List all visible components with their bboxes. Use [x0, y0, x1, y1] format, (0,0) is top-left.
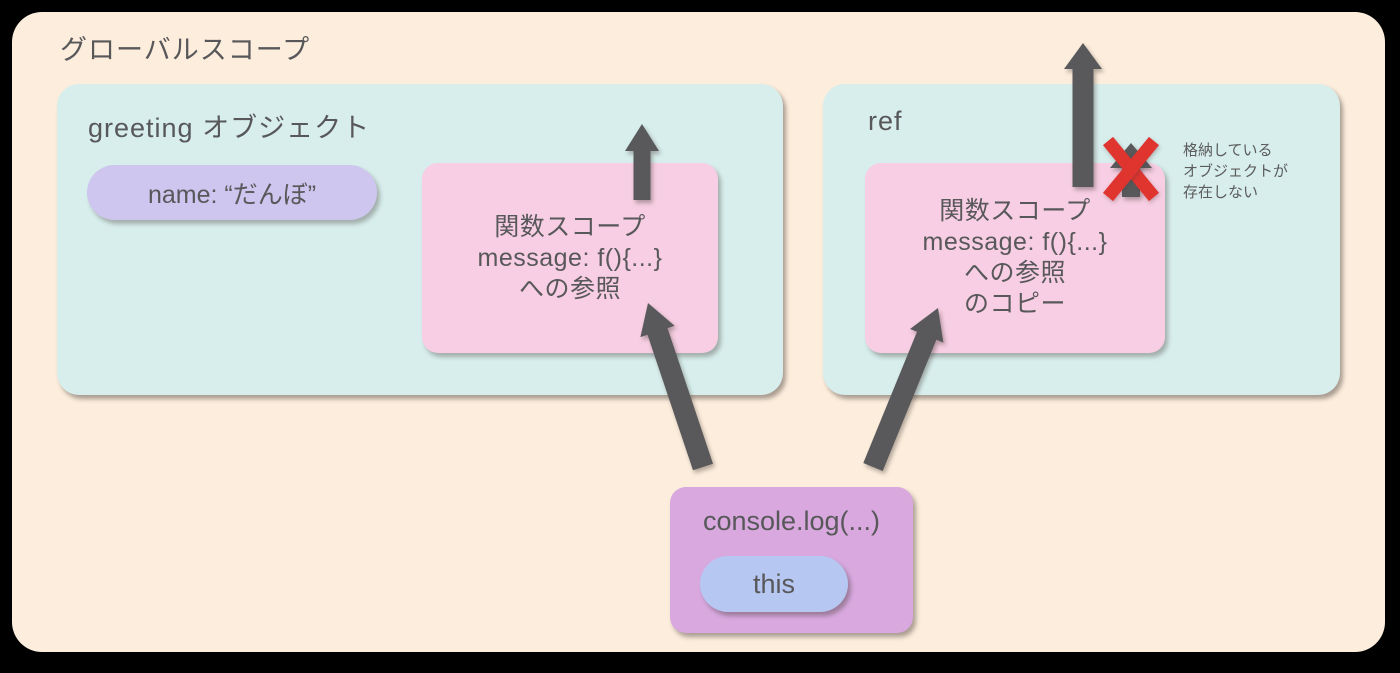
function-reference-copy-line: への参照 [963, 259, 1066, 287]
greeting-object-box: greeting オブジェクト name: “だんぼ” 関数スコープ messa… [57, 84, 783, 395]
name-property-label: name: “だんぼ” [147, 180, 317, 209]
greeting-box-title: greeting オブジェクト [88, 113, 371, 143]
missing-object-annotation: 格納している オブジェクトが 存在しない [1183, 140, 1288, 203]
function-scope-reference-box: 関数スコープ message: f(){...} への参照 [422, 163, 718, 353]
function-reference-line: 関数スコープ [494, 212, 646, 241]
this-pill: this [700, 556, 848, 612]
global-scope-label: グローバルスコープ [60, 35, 311, 65]
function-reference-copy-line: message: f(){...} [922, 228, 1108, 256]
function-reference-copy-line: 関数スコープ [939, 197, 1091, 225]
function-reference-copy-line: のコピー [963, 290, 1066, 318]
annotation-line: 存在しない [1183, 184, 1259, 201]
function-reference-line: message: f(){...} [477, 243, 663, 272]
function-scope-reference-copy-box: 関数スコープ message: f(){...} への参照 のコピー [865, 163, 1165, 353]
ref-variable-box: ref 関数スコープ message: f(){...} への参照 のコピー [823, 84, 1340, 395]
function-reference-line: への参照 [518, 274, 621, 303]
annotation-line: オブジェクトが [1183, 163, 1289, 180]
this-label: this [752, 568, 796, 599]
console-log-label: console.log(...) [702, 506, 881, 536]
ref-box-title: ref [868, 106, 903, 136]
console-log-box: console.log(...) this [670, 487, 913, 633]
global-scope-container: グローバルスコープ greeting オブジェクト name: “だんぼ” 関数… [12, 12, 1385, 652]
name-property-pill: name: “だんぼ” [87, 165, 377, 220]
annotation-line: 格納している [1183, 142, 1273, 159]
